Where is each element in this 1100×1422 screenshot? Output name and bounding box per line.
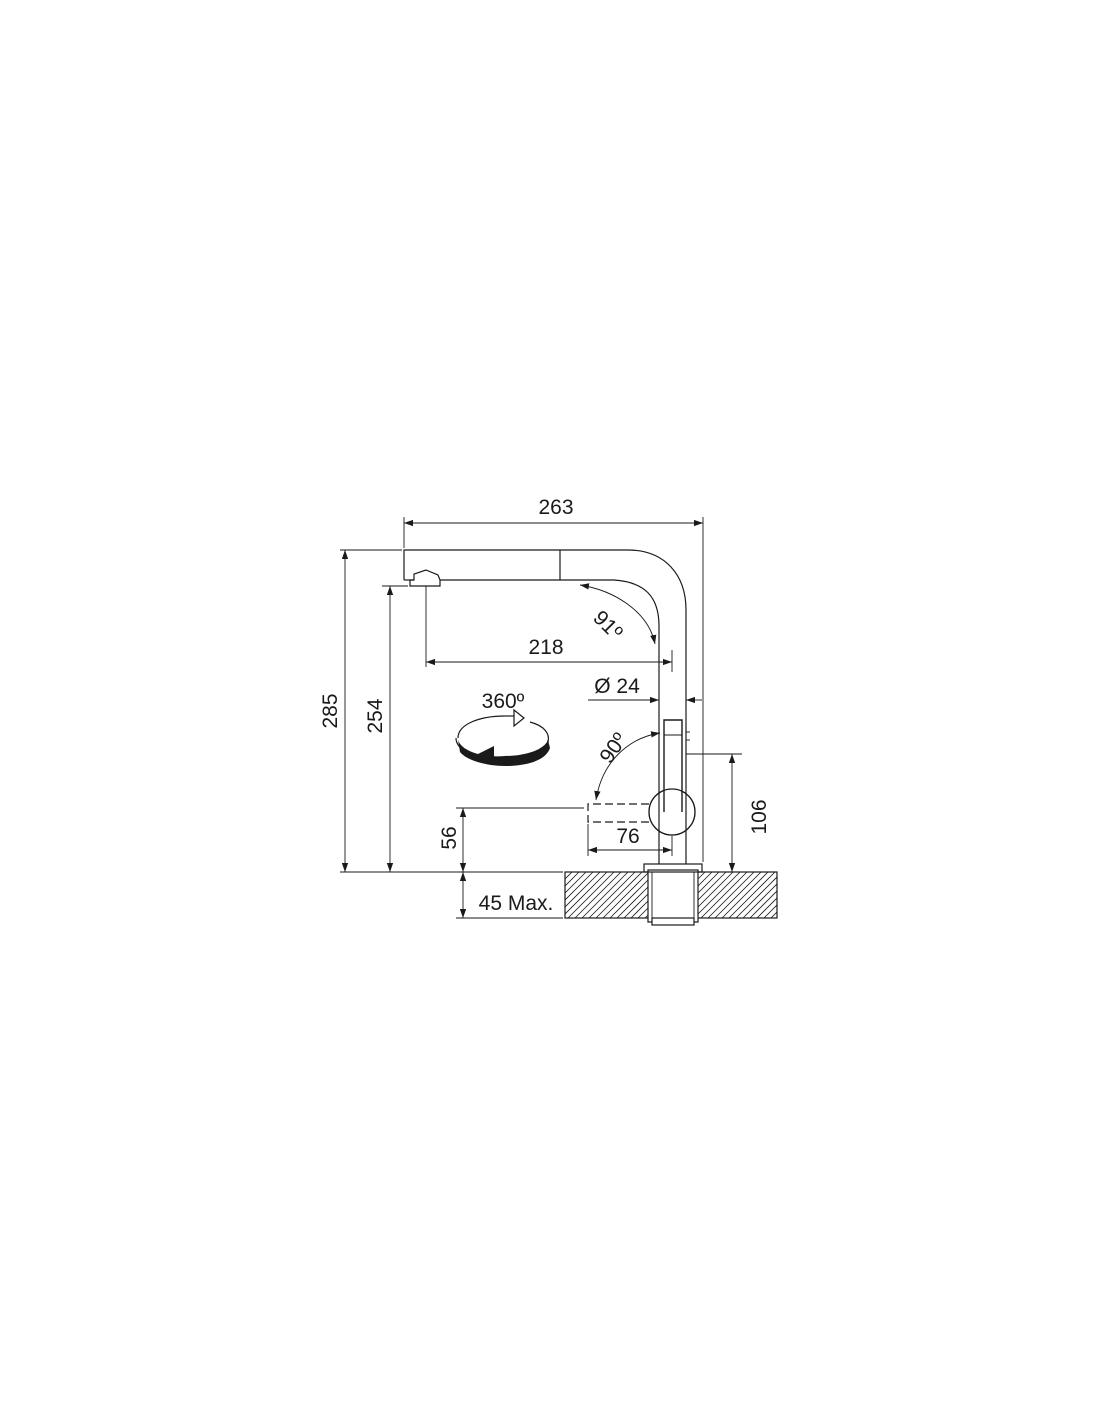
dimension-overall-width: 263	[403, 496, 704, 862]
hatch-line	[770, 911, 777, 918]
hatch-line	[565, 872, 608, 915]
hatch-line	[735, 876, 777, 918]
hatch-line	[574, 872, 622, 918]
dimension-lever-reach: 76	[587, 824, 673, 856]
spout-reach-label: 218	[528, 636, 563, 659]
faucet	[403, 549, 703, 873]
hatch-line	[565, 872, 587, 894]
overall-height-label: 285	[319, 693, 342, 728]
hatch-line	[693, 872, 741, 918]
hatch-line	[714, 872, 762, 918]
hatch-line	[565, 872, 594, 901]
hatch-line	[728, 872, 776, 918]
hatch-line	[707, 872, 755, 918]
hatch-line	[785, 872, 831, 918]
spout-height-label: 254	[364, 698, 387, 733]
hatch-line	[749, 890, 777, 918]
countertop	[564, 869, 831, 926]
lever-open-position	[587, 803, 649, 823]
mounting-shank	[647, 869, 699, 923]
aerator-nozzle	[409, 569, 441, 587]
hatch-line	[721, 872, 769, 918]
lever-angle-label: 90º	[595, 729, 632, 768]
swivel-arrow-head	[478, 746, 494, 764]
spout-angle-label: 91º	[588, 606, 626, 644]
hatch-line	[565, 872, 601, 908]
dimension-overall-height: 285	[319, 549, 563, 873]
spout-angle-arc	[579, 583, 657, 645]
hatch-line	[565, 872, 580, 887]
hatch-line	[778, 872, 824, 918]
lever-height-label: 56	[438, 826, 461, 849]
swivel-label: 360º	[482, 690, 525, 713]
hatch-line	[602, 872, 650, 918]
body-height-label: 106	[748, 799, 771, 834]
dimension-diameter: Ø 24	[588, 675, 702, 704]
hatch-line	[588, 872, 636, 918]
angle-lever: 90º	[594, 729, 661, 801]
lever-reach-label: 76	[616, 825, 639, 848]
dimension-body-height: 106	[686, 753, 771, 873]
spout-outer-curve	[403, 549, 687, 640]
lever-angle-arc	[594, 731, 661, 801]
dimension-lever-height: 56	[438, 807, 584, 872]
rotate-360-icon: 360º	[455, 690, 550, 766]
hatch-line	[567, 872, 615, 918]
hatch-line	[742, 883, 777, 918]
hatch-line	[581, 872, 629, 918]
lever-handle	[663, 719, 683, 812]
overall-width-label: 263	[538, 496, 573, 519]
hatch-line	[756, 897, 777, 918]
dimension-max-deck: 45 Max.	[456, 872, 563, 919]
mounting-nut	[651, 917, 695, 926]
diameter-label: Ø 24	[594, 675, 640, 698]
angle-spout: 91º	[579, 583, 657, 645]
hatch-line	[595, 872, 643, 918]
base-flange	[643, 863, 703, 873]
dimension-spout-reach: 218	[425, 586, 673, 672]
dimension-spout-height: 254	[364, 585, 408, 872]
max-deck-label: 45 Max.	[479, 892, 554, 915]
hatch-line	[700, 872, 748, 918]
hatch-line	[763, 904, 777, 918]
